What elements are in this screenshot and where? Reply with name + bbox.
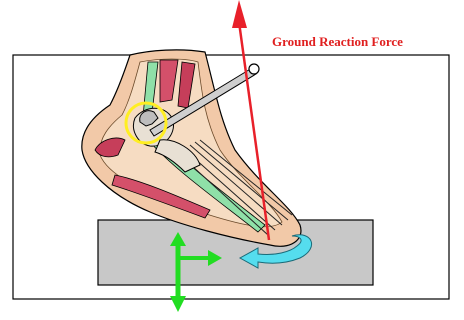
foot-illustration [82, 50, 301, 246]
vertical-arrowhead-down [170, 296, 186, 312]
ground-reaction-force-arrowhead [232, 0, 247, 28]
ground-reaction-force-label: Ground Reaction Force [272, 34, 403, 49]
